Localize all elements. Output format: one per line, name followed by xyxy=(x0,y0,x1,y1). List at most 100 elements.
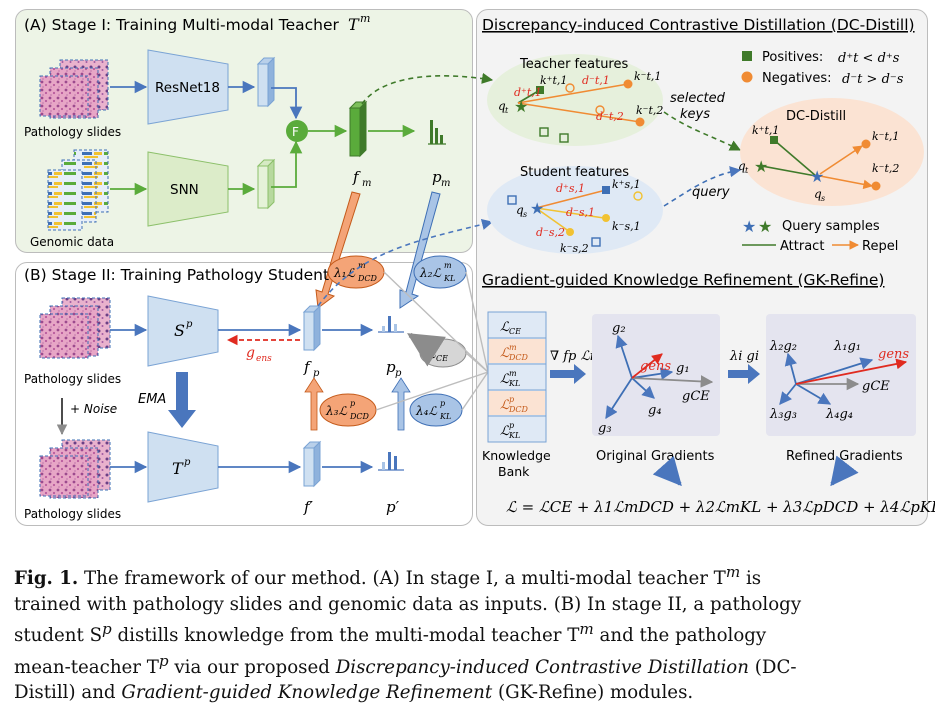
fp-prime-feature-cube xyxy=(302,440,322,488)
gk-refine-title: Gradient-guided Knowledge Refinement (GK… xyxy=(482,271,884,289)
pathology-slides-label-a: Pathology slides xyxy=(24,125,121,139)
svg-text:gens: gens xyxy=(878,347,909,362)
svg-text:λ₁ℒ: λ₁ℒ xyxy=(333,266,355,280)
svg-text:k⁻s,2: k⁻s,2 xyxy=(560,242,589,255)
svg-text:d⁺t,1: d⁺t,1 xyxy=(514,86,542,99)
svg-text:g₄: g₄ xyxy=(648,403,662,418)
svg-text:k⁺t,1: k⁺t,1 xyxy=(540,74,567,87)
gens-sub: ens xyxy=(256,354,272,364)
svg-text:t: t xyxy=(745,166,749,175)
svg-text:gens: gens xyxy=(640,359,671,374)
snn-feature-cube xyxy=(256,158,276,210)
figure-caption: Fig. 1. The framework of our method. (A)… xyxy=(14,560,919,706)
svg-text:k⁻t,1: k⁻t,1 xyxy=(634,70,661,83)
svg-text:λ₂ℒ: λ₂ℒ xyxy=(419,266,441,280)
snn-block xyxy=(147,151,229,227)
pathology-slides-stack-a xyxy=(39,59,109,119)
svg-text:λ₃g₃: λ₃g₃ xyxy=(769,407,797,422)
svg-text:KL: KL xyxy=(443,274,455,283)
teacher-features-cloud xyxy=(487,54,663,146)
fp-prime-distill-arrow xyxy=(304,377,324,431)
svg-text:ℒ: ℒ xyxy=(500,346,510,361)
teacher-features-link xyxy=(361,72,494,105)
student-features-label: Student features xyxy=(520,165,629,180)
svg-text:m: m xyxy=(509,343,517,352)
pp-prime-histogram xyxy=(378,452,404,471)
fp-label: f xyxy=(303,358,312,376)
svg-text:s: s xyxy=(821,194,825,203)
caption-line4: mean-teacher T xyxy=(14,656,159,678)
gens-label: g xyxy=(246,345,255,361)
svg-text:DCD: DCD xyxy=(349,412,370,421)
mean-teacher-label: T xyxy=(172,459,184,478)
svg-text:★: ★ xyxy=(810,167,824,186)
svg-text:CE: CE xyxy=(436,354,448,363)
snn-label: SNN xyxy=(170,182,199,198)
svg-text:DCD: DCD xyxy=(508,405,529,414)
svg-text:★: ★ xyxy=(530,199,544,218)
svg-text:k⁺s,1: k⁺s,1 xyxy=(612,178,641,191)
svg-text:DCD: DCD xyxy=(508,353,529,362)
caption-line1: The framework of our method. (A) In stag… xyxy=(84,568,726,590)
pathology-slides-stack-b1 xyxy=(39,297,111,359)
fm-label: f xyxy=(352,168,361,186)
svg-text:★: ★ xyxy=(514,97,528,116)
loss-equation: ℒ = ℒCE + λ1ℒmDCD + λ2ℒmKL + λ3ℒpDCD + λ… xyxy=(506,498,935,516)
lambda4-kl-bubble: λ₄ℒ p KL xyxy=(409,393,463,427)
svg-text:λ₄ℒ: λ₄ℒ xyxy=(415,404,437,418)
svg-text:q: q xyxy=(738,159,746,173)
framework-diagram: (A) Stage I: Training Multi-modal Teache… xyxy=(24,12,935,521)
pm-distill-arrow xyxy=(399,191,441,309)
repel-label: Repel xyxy=(862,239,898,254)
svg-text:CE: CE xyxy=(509,327,521,336)
svg-text:★: ★ xyxy=(754,157,768,176)
svg-text:d⁻s,1: d⁻s,1 xyxy=(566,206,595,219)
pp-sub: p xyxy=(395,368,402,379)
svg-text:p: p xyxy=(350,399,355,408)
svg-text:KL: KL xyxy=(439,412,451,421)
svg-text:d⁻s,2: d⁻s,2 xyxy=(536,226,565,239)
lambda2-kl-bubble: λ₂ℒ m KL xyxy=(413,255,467,289)
negatives-label: Negatives: xyxy=(762,71,832,86)
svg-text:k⁺t,1: k⁺t,1 xyxy=(752,124,779,137)
svg-text:p: p xyxy=(509,421,514,430)
refine-arrow xyxy=(728,364,760,384)
original-gradient-vectors: g₂ gens g₁ gCE g₄ g₃ xyxy=(598,321,714,436)
student-sup: p xyxy=(186,319,193,330)
lambda3-dcd-bubble: λ₃ℒ p DCD xyxy=(319,393,377,427)
svg-text:DCD: DCD xyxy=(357,274,378,283)
dc-distill-title: Discrepancy-induced Contrastive Distilla… xyxy=(482,16,915,34)
ema-arrow xyxy=(168,372,196,428)
lambda1-dcd-bubble: λ₁ℒ m DCD xyxy=(327,255,385,289)
resnet18-label: ResNet18 xyxy=(155,80,220,96)
caption-gk-name: Gradient-guided Knowledge Refinement xyxy=(121,682,493,704)
svg-text:q: q xyxy=(814,187,822,201)
svg-text:KL: KL xyxy=(508,431,520,440)
svg-text:gCE: gCE xyxy=(682,389,710,404)
teacher-features-label: Teacher features xyxy=(519,57,628,72)
fp-prime-label: f′ xyxy=(303,498,314,516)
refined-gradients-label: Refined Gradients xyxy=(786,449,903,464)
query-samples-label: Query samples xyxy=(782,219,880,234)
genomic-data-stack xyxy=(47,149,109,231)
svg-text:k⁻s,1: k⁻s,1 xyxy=(612,220,641,233)
svg-text:λ₃ℒ: λ₃ℒ xyxy=(325,404,347,418)
pm-sub: m xyxy=(441,178,450,189)
pp-histogram xyxy=(378,316,404,333)
svg-text:t: t xyxy=(505,106,509,115)
svg-text:ℒ: ℒ xyxy=(500,372,510,387)
pathology-slides-stack-b2 xyxy=(39,439,111,499)
fusion-label: F xyxy=(292,125,299,139)
svg-text:q: q xyxy=(516,203,524,217)
caption-label: Fig. 1. xyxy=(14,568,79,590)
query-label: query xyxy=(692,185,730,200)
caption-line3: student S xyxy=(14,625,103,647)
svg-text:ℒ: ℒ xyxy=(427,347,436,361)
stage1-teacher-sup: m xyxy=(360,12,370,25)
fusion-node xyxy=(286,120,308,142)
selected-keys-label-1: selected xyxy=(670,91,726,106)
fp-feature-cube xyxy=(302,304,322,352)
